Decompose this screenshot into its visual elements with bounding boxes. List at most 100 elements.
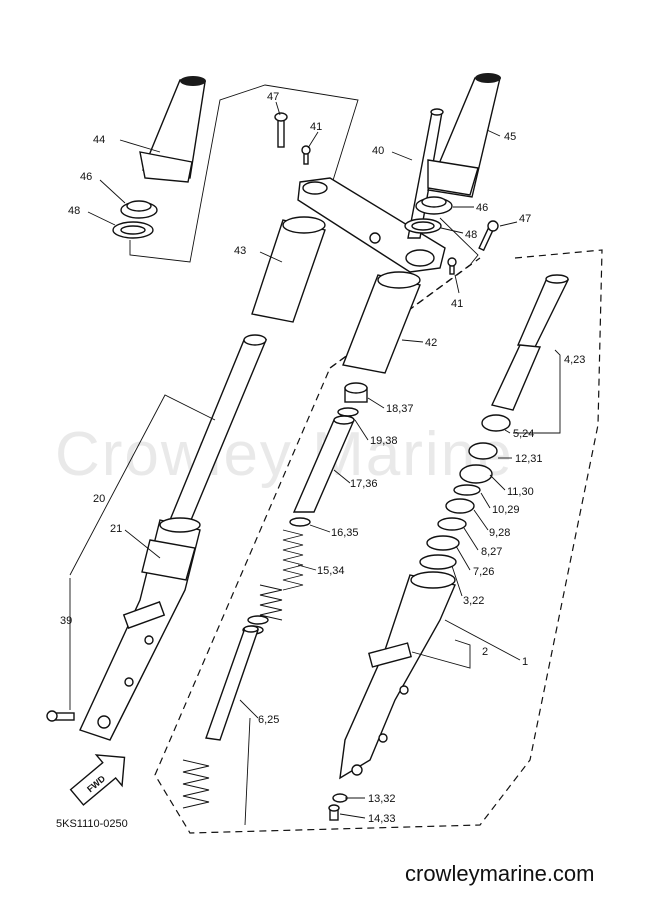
washer-48-left	[112, 221, 154, 239]
fork-cover-44	[139, 76, 206, 183]
label-41-right: 41	[451, 298, 463, 310]
handlebar-group-bracket	[129, 84, 359, 263]
label-48-left: 48	[68, 205, 80, 217]
tube-cover-43	[251, 216, 326, 323]
left-outer-tube	[79, 517, 201, 741]
label-39: 39	[60, 615, 72, 627]
screw-41-right	[447, 257, 457, 275]
leader-11-30	[489, 474, 506, 491]
leader-14-33	[339, 813, 366, 819]
spacer-17	[292, 415, 356, 513]
leader-7-26	[455, 545, 471, 571]
washer-48-right	[404, 218, 442, 234]
leader-47-right	[499, 221, 518, 227]
screw-41-top	[301, 145, 311, 165]
washer-13	[332, 793, 348, 803]
bolt-14	[328, 804, 340, 821]
label-8-27: 8,27	[481, 546, 502, 558]
washer-46-right	[415, 196, 453, 215]
leader-6-25	[239, 699, 259, 719]
inner-tube-lower	[491, 344, 542, 411]
seal-11	[459, 464, 493, 484]
leader-5-24	[504, 429, 511, 434]
leader-4-23	[513, 349, 561, 434]
bolt-47-top	[274, 112, 288, 148]
website-url: crowleymarine.com	[405, 861, 595, 886]
label-2: 2	[482, 646, 488, 658]
o-ring-19	[337, 407, 359, 417]
leader-19-38	[354, 419, 369, 441]
leader-42	[401, 339, 424, 343]
cap-bolt-18	[344, 382, 368, 403]
label-6-25: 6,25	[258, 714, 279, 726]
label-18-37: 18,37	[386, 403, 414, 415]
label-45: 45	[504, 131, 516, 143]
bolt-39	[46, 710, 75, 722]
label-13-32: 13,32	[368, 793, 396, 805]
label-21: 21	[110, 523, 122, 535]
leader-16-35	[309, 524, 331, 533]
leader-21	[124, 529, 161, 559]
tube-cover-42	[342, 271, 421, 374]
label-11-30: 11,30	[507, 486, 534, 498]
ring-small	[247, 615, 269, 625]
leader-10-29	[480, 492, 491, 509]
label-12-31: 12,31	[515, 453, 543, 465]
leader-9-28	[473, 509, 489, 531]
label-3-22: 3,22	[463, 595, 484, 607]
label-1: 1	[522, 656, 528, 668]
label-9-28: 9,28	[489, 527, 510, 539]
leader-3-22	[451, 565, 463, 597]
label-48-right: 48	[465, 229, 477, 241]
damper-rod-6	[205, 625, 259, 741]
label-10-29: 10,29	[492, 504, 520, 516]
label-15-34: 15,34	[317, 565, 345, 577]
leader-46-left	[99, 179, 126, 204]
leader-45	[486, 129, 501, 137]
label-20: 20	[93, 493, 105, 505]
fork-assembly-boundary-right	[154, 249, 603, 834]
leader-6-25-lower	[244, 717, 251, 826]
bushing-5	[481, 414, 511, 432]
fwd-arrow-icon: FWD	[69, 754, 126, 806]
label-47-top: 47	[267, 91, 279, 103]
label-46-left: 46	[80, 171, 92, 183]
washer-16	[289, 517, 311, 527]
upper-bracket-40	[297, 177, 446, 273]
label-19-38: 19,38	[370, 435, 398, 447]
leader-48-right	[440, 227, 464, 234]
inner-tube-4	[516, 274, 570, 348]
rebound-spring	[182, 759, 210, 809]
label-14-33: 14,33	[368, 813, 396, 825]
label-40: 40	[372, 145, 384, 157]
leader-18-37	[367, 397, 385, 409]
leader-48-left	[87, 211, 116, 226]
handlebar-right-bracket	[439, 217, 479, 266]
label-41-top: 41	[310, 121, 322, 133]
leader-41-right	[454, 274, 460, 294]
leader-8-27	[463, 527, 479, 551]
leader-43	[259, 251, 283, 263]
spring-15	[259, 529, 304, 621]
leader-2	[411, 639, 471, 669]
label-42: 42	[425, 337, 437, 349]
label-4-23: 4,23	[564, 354, 585, 366]
bushing-7	[426, 535, 460, 551]
leader-40	[391, 151, 413, 161]
watermark: Crowley Marine	[55, 420, 514, 489]
leader-17-36	[333, 469, 351, 484]
label-16-35: 16,35	[331, 527, 359, 539]
label-5-24: 5,24	[513, 428, 534, 440]
label-43: 43	[234, 245, 246, 257]
bushing-3	[419, 554, 457, 570]
seal-9	[445, 498, 475, 514]
label-44: 44	[93, 134, 105, 146]
label-7-26: 7,26	[473, 566, 494, 578]
fork-cover-45	[427, 73, 501, 198]
leader-15-34	[297, 564, 317, 571]
label-17-36: 17,36	[350, 478, 378, 490]
outer-tube-2	[339, 571, 456, 780]
clip-10	[453, 484, 481, 496]
